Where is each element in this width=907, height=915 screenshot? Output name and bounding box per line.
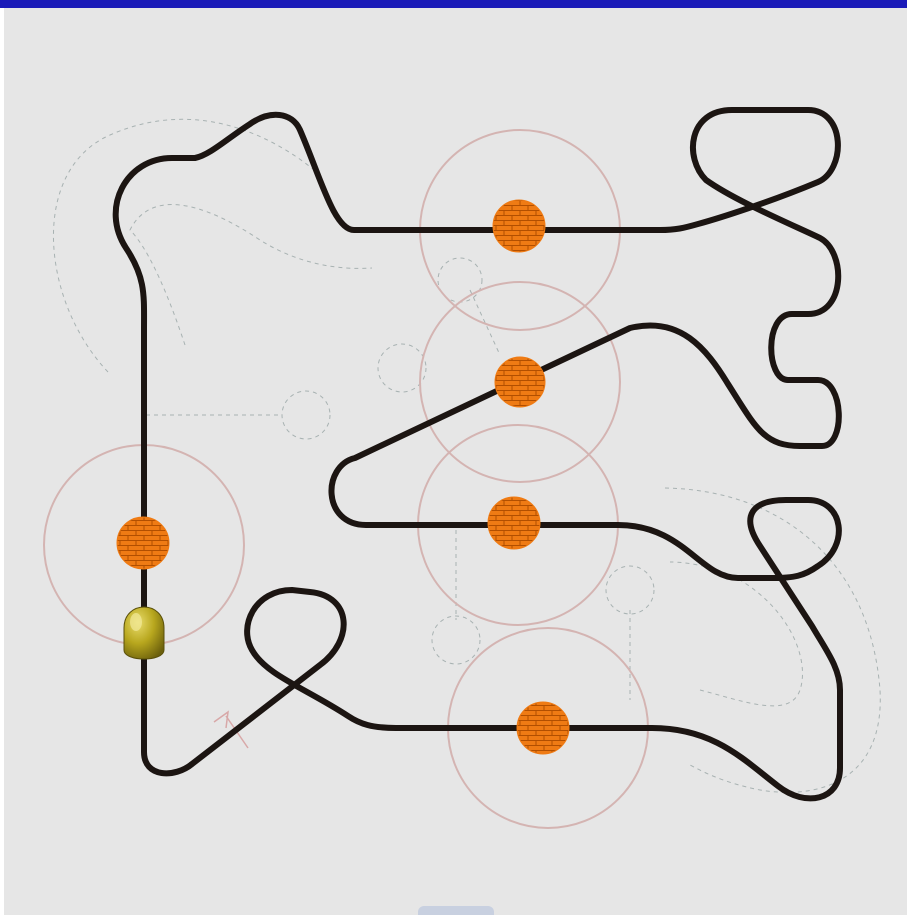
hint-node [378, 344, 426, 392]
brick-wall-icon[interactable] [493, 200, 545, 252]
brick-wall-icon[interactable] [517, 702, 569, 754]
brick-wall-icon[interactable] [488, 497, 540, 549]
hint-layer [53, 119, 880, 792]
hint-node [606, 566, 654, 614]
brick-wall-icon[interactable] [117, 517, 169, 569]
line-track [116, 110, 840, 798]
brick-wall-icon[interactable] [495, 357, 545, 407]
hint-path-right [665, 488, 880, 792]
hint-node [282, 391, 330, 439]
line-follower-robot[interactable] [124, 607, 164, 659]
hint-path-inner-left [130, 205, 372, 345]
bottom-panel-tab[interactable] [418, 906, 494, 915]
hint-node [432, 616, 480, 664]
hint-connector-mid [470, 290, 500, 355]
